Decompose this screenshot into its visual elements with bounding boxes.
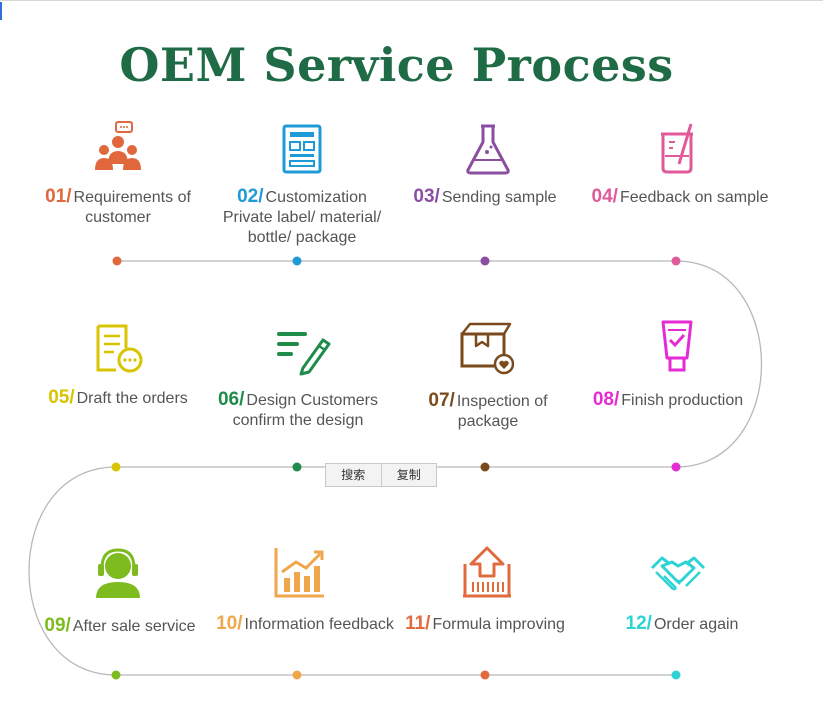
step-10-label: 10/Information feedback xyxy=(215,614,395,635)
step-05-label: 05/Draft the orders xyxy=(28,388,208,409)
step-05-number: 05/ xyxy=(48,387,75,408)
upgrade-arrow-icon xyxy=(459,544,515,600)
step-06-dot xyxy=(292,462,302,472)
search-button[interactable]: 搜索 xyxy=(341,468,366,482)
step-06-label: 06/Design Customers confirm the design xyxy=(208,390,388,431)
text-cursor xyxy=(0,2,2,20)
step-09-label: 09/After sale service xyxy=(30,616,210,637)
step-04-number: 04/ xyxy=(591,186,618,207)
handshake-icon xyxy=(650,546,706,602)
step-04-label: 04/Feedback on sample xyxy=(590,187,770,208)
step-07-number: 07/ xyxy=(428,390,455,411)
step-02-label: 02/Customization Private label/ material… xyxy=(212,187,392,248)
step-03-label: 03/Sending sample xyxy=(395,187,575,208)
pen-design-icon xyxy=(275,322,331,378)
step-09-text: After sale service xyxy=(72,618,196,635)
step-06-number: 06/ xyxy=(217,389,245,410)
copy-button[interactable]: 复制 xyxy=(380,464,437,486)
step-11-text: Formula improving xyxy=(432,616,565,633)
step-01-label: 01/Requirements of customer xyxy=(28,187,208,228)
step-03-number: 03/ xyxy=(413,186,440,207)
step-09-number: 09/ xyxy=(44,615,71,636)
step-10-number: 10/ xyxy=(216,613,243,634)
step-07-dot xyxy=(480,462,490,472)
headset-support-icon xyxy=(90,544,146,600)
step-07-label: 07/Inspection of package xyxy=(398,391,578,432)
step-01-dot xyxy=(112,256,122,266)
growth-chart-icon xyxy=(272,544,328,600)
beaker-icon xyxy=(649,120,705,176)
step-08-label: 08/Finish production xyxy=(578,390,758,411)
page-title: OEM Service Process xyxy=(119,38,674,92)
step-03-text: Sending sample xyxy=(441,189,557,206)
step-05-text: Draft the orders xyxy=(76,390,188,407)
customer-group-chat-icon xyxy=(90,120,146,176)
step-02-text: Customization Private label/ material/ b… xyxy=(222,189,382,246)
step-08-text: Finish production xyxy=(621,392,744,409)
step-02-dot xyxy=(292,256,302,266)
label-design-icon xyxy=(274,122,330,178)
step-09-dot xyxy=(111,670,121,680)
step-08-number: 08/ xyxy=(592,389,620,410)
step-06-text: Design Customers confirm the design xyxy=(232,392,379,429)
step-01-number: 01/ xyxy=(45,186,72,207)
top-border xyxy=(0,0,823,1)
step-04-text: Feedback on sample xyxy=(619,189,769,206)
step-12-label: 12/Order again xyxy=(592,614,772,635)
step-01-text: Requirements of customer xyxy=(73,189,191,226)
flask-icon xyxy=(460,122,516,178)
step-11-dot xyxy=(480,670,490,680)
step-08-dot xyxy=(671,462,681,472)
step-12-dot xyxy=(671,670,681,680)
step-10-dot xyxy=(292,670,302,680)
order-document-icon xyxy=(90,320,146,376)
step-04-dot xyxy=(671,256,681,266)
step-07-text: Inspection of package xyxy=(456,393,548,430)
step-05-dot xyxy=(111,462,121,472)
step-02-number: 02/ xyxy=(237,186,264,207)
tube-product-icon xyxy=(649,318,705,374)
step-12-text: Order again xyxy=(653,616,739,633)
step-11-number: 11/ xyxy=(405,613,431,634)
step-10-text: Information feedback xyxy=(244,616,394,633)
step-11-label: 11/Formula improving xyxy=(395,614,575,635)
step-12-number: 12/ xyxy=(625,613,652,634)
text-selection-popup: 搜索 复制 xyxy=(325,463,437,487)
step-03-dot xyxy=(480,256,490,266)
package-box-icon xyxy=(458,320,514,376)
